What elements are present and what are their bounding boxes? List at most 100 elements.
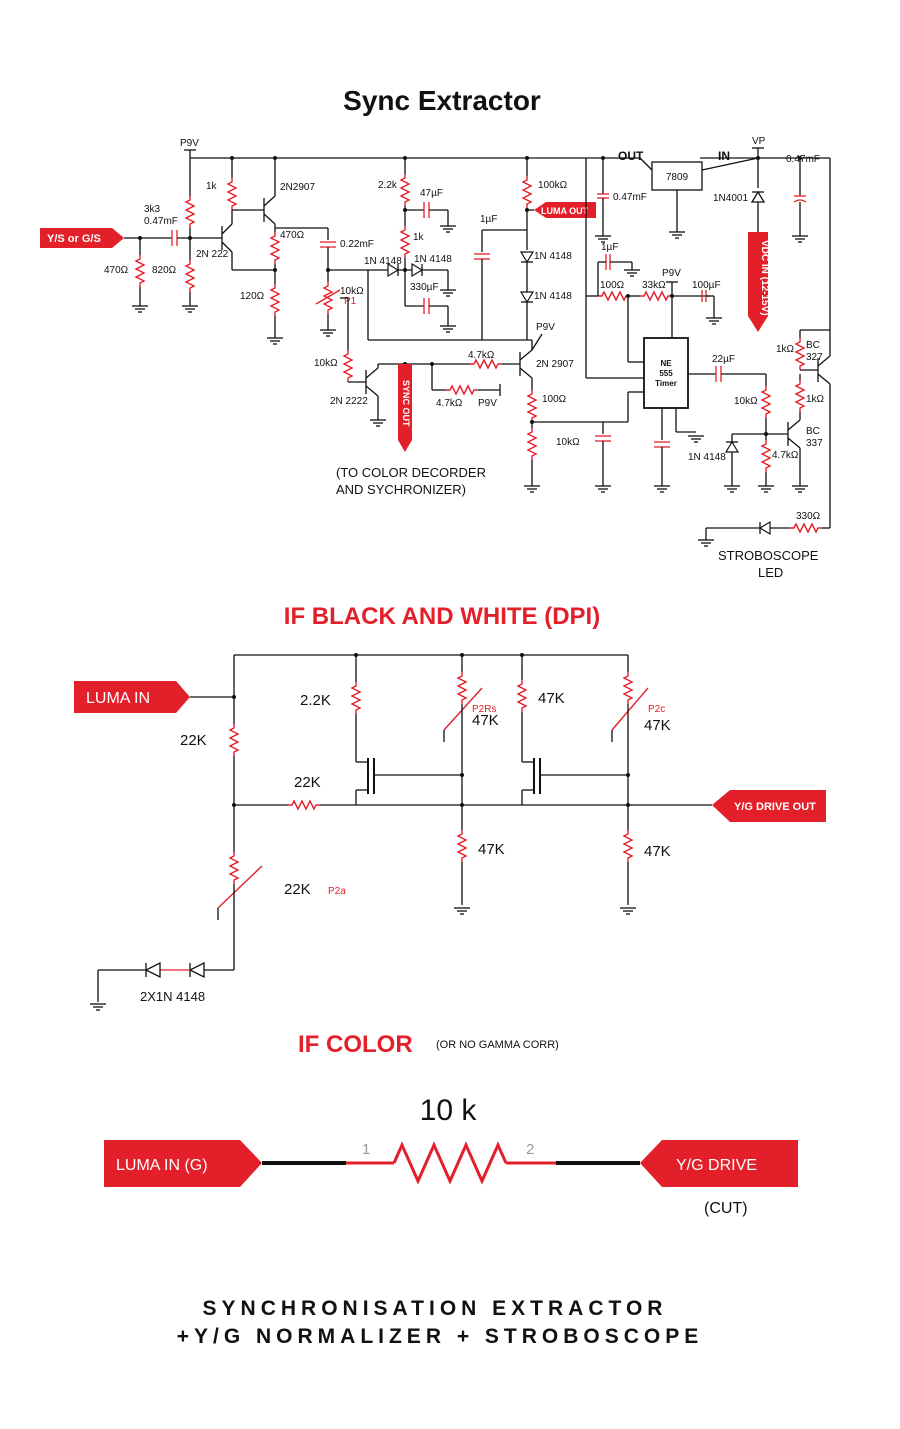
label-vdc-in: VDC IN (12-15V) xyxy=(759,240,770,316)
label-p9v: P9V xyxy=(180,138,199,149)
vdc-in-tag xyxy=(748,232,768,332)
bw-r47k-d: 47K xyxy=(478,841,505,858)
bw-r2k2: 2.2K xyxy=(300,692,331,709)
bw-r22k-a: 22K xyxy=(180,732,207,749)
color-heading: IF COLOR xyxy=(298,1031,413,1058)
label-q-bc327-2: 327 xyxy=(806,352,823,363)
label-d1n4001: 1N4001 xyxy=(713,193,748,204)
label-q-bc337-1: BC xyxy=(806,426,820,437)
bw-r47k-c: 47K xyxy=(644,717,671,734)
color-note: (OR NO GAMMA CORR) xyxy=(436,1039,559,1051)
footer-line-2: +Y/G NORMALIZER + STROBOSCOPE xyxy=(177,1325,704,1348)
color-luma-in-label: LUMA IN (G) xyxy=(116,1157,208,1174)
label-r4k7-a: 4.7kΩ xyxy=(468,350,495,361)
regulator-7809 xyxy=(651,161,703,191)
label-r100: 100Ω xyxy=(542,394,567,405)
label-q-2n2222: 2N 2222 xyxy=(330,396,368,407)
sync-extractor-circuit: P9V 7809 OUT IN VP 0.47mF 1N4001 VDC IN … xyxy=(40,136,831,580)
label-c47u: 47µF xyxy=(420,188,443,199)
label-ne555-3: Timer xyxy=(655,379,677,388)
label-r10k-b: 10kΩ xyxy=(556,437,580,448)
color-section: IF COLOR (OR NO GAMMA CORR) 10 k LUMA IN… xyxy=(104,1031,798,1217)
label-c22u: 22µF xyxy=(712,354,735,365)
label-r820: 820Ω xyxy=(152,265,177,276)
label-luma-out: LUMA OUT xyxy=(541,206,589,216)
label-r10k-c: 10kΩ xyxy=(734,396,758,407)
color-luma-in-tag xyxy=(104,1140,262,1187)
input-tag xyxy=(40,228,124,248)
label-r10k-pot: 10kΩ xyxy=(340,286,364,297)
label-strobe-1: STROBOSCOPE xyxy=(718,548,819,563)
label-d4148-d: 1N 4148 xyxy=(534,291,572,302)
label-c330u: 330µF xyxy=(410,282,439,293)
label-r330: 330Ω xyxy=(796,511,821,522)
bw-r47k-e: 47K xyxy=(644,843,671,860)
label-c047-reg: 0.47mF xyxy=(613,192,647,203)
bw-normalizer-circuit: IF BLACK AND WHITE (DPI) LUMA IN 22K 2.2… xyxy=(74,603,826,1011)
label-q-bc337-2: 337 xyxy=(806,438,823,449)
label-c100u: 100µF xyxy=(692,280,721,291)
label-c1u-b: 1µF xyxy=(601,242,618,253)
color-cut: (CUT) xyxy=(704,1200,748,1217)
luma-out-tag xyxy=(534,202,596,218)
label-q-2n222: 2N 222 xyxy=(196,249,229,260)
label-c3k3: 3k3 xyxy=(144,204,161,215)
bw-diodes: 2X1N 4148 xyxy=(140,989,205,1004)
label-r120: 120Ω xyxy=(240,291,265,302)
label-r2k2: 2.2k xyxy=(378,180,398,191)
label-ne555-1: NE xyxy=(660,359,672,368)
label-c047-right: 0.47mF xyxy=(786,154,820,165)
label-c047-in: 0.47mF xyxy=(144,216,178,227)
bw-r22k-pot: 22K xyxy=(284,881,311,898)
bw-p2rs: P2Rs xyxy=(472,704,496,715)
label-c1u: 1µF xyxy=(480,214,497,225)
label-p9v-c: P9V xyxy=(536,322,555,333)
label-r1k-c: 1kΩ xyxy=(776,344,795,355)
footer-line-1: SYNCHRONISATION EXTRACTOR xyxy=(203,1297,668,1320)
label-d4148-b: 1N 4148 xyxy=(414,254,452,265)
label-strobe-2: LED xyxy=(758,565,783,580)
bw-r22k-b: 22K xyxy=(294,774,321,791)
label-p9v-b: P9V xyxy=(478,398,497,409)
page-title: Sync Extractor xyxy=(343,85,541,116)
color-resistor xyxy=(392,1141,508,1185)
label-d4148-e: 1N 4148 xyxy=(688,452,726,463)
bw-drive-out-tag xyxy=(712,790,826,822)
label-ne555-2: 555 xyxy=(659,369,673,378)
bw-luma-in-label: LUMA IN xyxy=(86,690,150,707)
label-regulator: 7809 xyxy=(666,172,689,183)
bw-drive-out-label: Y/G DRIVE OUT xyxy=(734,801,816,813)
label-d4148-c: 1N 4148 xyxy=(534,251,572,262)
ne555-timer xyxy=(643,337,689,409)
color-drive-label: Y/G DRIVE xyxy=(676,1157,757,1174)
bw-heading: IF BLACK AND WHITE (DPI) xyxy=(284,603,600,630)
label-r1k-b: 1k xyxy=(413,232,425,243)
bw-r47k-a: 47K xyxy=(538,690,565,707)
label-color-note-2: AND SYCHRONIZER) xyxy=(336,482,466,497)
label-r33k: 33kΩ xyxy=(642,280,666,291)
label-r470-in: 470Ω xyxy=(104,265,129,276)
label-r470: 470Ω xyxy=(280,230,305,241)
label-p1: P1 xyxy=(344,296,357,307)
label-q-2n2907-b: 2N 2907 xyxy=(536,359,574,370)
bw-p2a: P2a xyxy=(328,886,346,897)
sync-out-tag xyxy=(398,364,412,452)
label-vp: VP xyxy=(752,136,766,147)
label-r1k: 1k xyxy=(206,181,218,192)
bw-r47k-b: 47K xyxy=(472,712,499,729)
label-in: IN xyxy=(718,149,730,163)
label-c022: 0.22mF xyxy=(340,239,374,250)
label-input: Y/S or G/S xyxy=(47,233,101,245)
label-r1k-d: 1kΩ xyxy=(806,394,825,405)
label-color-note-1: (TO COLOR DECORDER xyxy=(336,465,486,480)
stroboscope-led xyxy=(758,520,771,536)
label-d4148-a: 1N 4148 xyxy=(364,256,402,267)
color-resistor-value: 10 k xyxy=(420,1094,478,1127)
label-r10k: 10kΩ xyxy=(314,358,338,369)
bw-p2c: P2c xyxy=(648,704,665,715)
label-r4k7-b: 4.7kΩ xyxy=(436,398,463,409)
label-q-2n2907: 2N2907 xyxy=(280,182,315,193)
color-pin2: 2 xyxy=(526,1141,534,1158)
label-sync-out: SYNC OUT xyxy=(401,380,411,427)
